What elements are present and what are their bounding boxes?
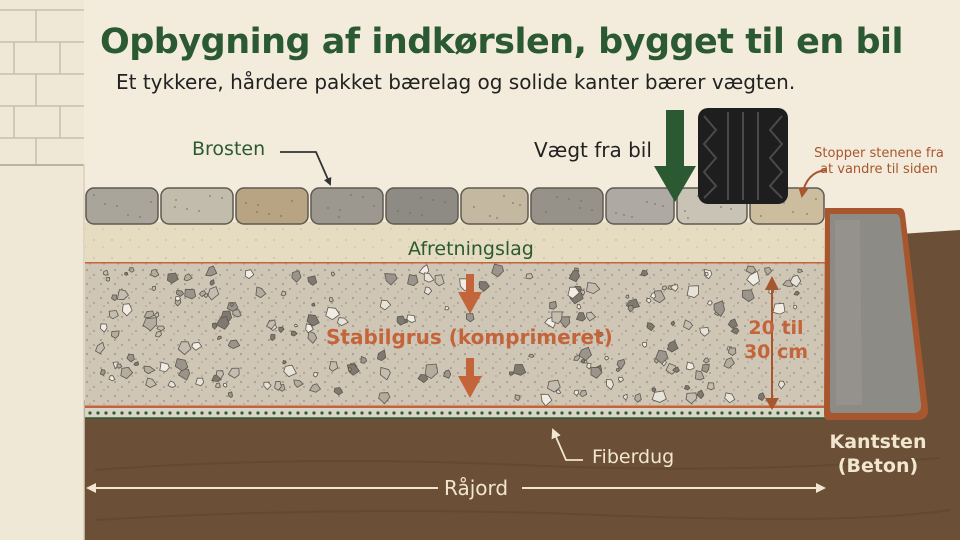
label-brosten: Brosten xyxy=(192,138,266,160)
fiber-fabric-dots xyxy=(88,411,820,415)
label-base: Stabilgrus (komprimeret) xyxy=(326,325,613,349)
label-fabric: Fiberdug xyxy=(592,446,675,468)
label-edge-note: Stopper stenene fra at vandre til siden xyxy=(814,146,944,177)
label-curb: Kantsten (Beton) xyxy=(829,431,927,477)
label-subgrade: Råjord xyxy=(444,476,509,500)
fiber-fabric xyxy=(85,408,825,418)
paving-stones xyxy=(85,187,825,225)
depth-dimension-arrow xyxy=(765,276,779,410)
paving-stone xyxy=(310,187,384,225)
label-load: Vægt fra bil xyxy=(534,138,652,162)
page-subtitle: Et tykkere, hårdere pakket bærelag og so… xyxy=(116,70,796,94)
label-depth: 20 til 30 cm xyxy=(743,317,809,363)
paving-stone xyxy=(235,187,309,225)
edge-note-arrow xyxy=(798,169,827,198)
compaction-arrow-icon xyxy=(458,274,482,314)
paving-stone xyxy=(85,187,159,225)
paving-stone xyxy=(160,187,234,225)
house-wall xyxy=(0,0,84,540)
paving-stone xyxy=(460,187,529,225)
tire-icon xyxy=(698,108,788,204)
compaction-arrow-icon xyxy=(458,358,482,398)
label-bedding: Afretningslag xyxy=(408,238,534,260)
paving-stone xyxy=(530,187,604,225)
brosten-leader xyxy=(280,151,332,186)
gravel-stones xyxy=(95,263,804,407)
brick-lines xyxy=(0,9,84,165)
page-title: Opbygning af indkørslen, bygget til en b… xyxy=(100,22,904,62)
load-arrow-icon xyxy=(654,110,696,202)
paving-stone xyxy=(385,187,459,225)
fabric-leader xyxy=(551,428,583,461)
